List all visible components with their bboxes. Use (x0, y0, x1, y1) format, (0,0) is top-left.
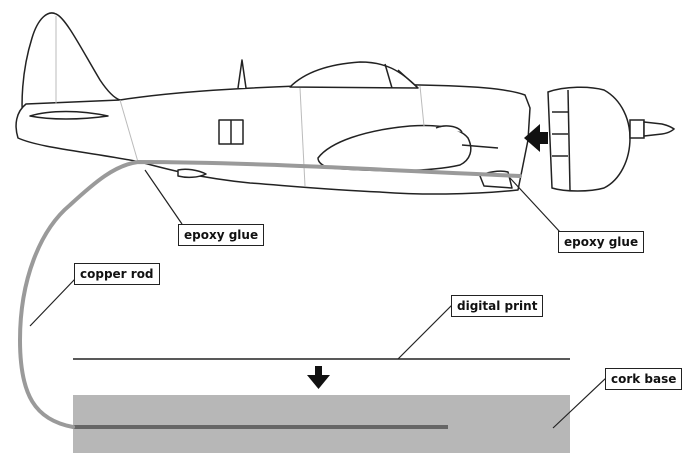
airplane-panel-lines (55, 16, 425, 187)
label-epoxy-glue-right: epoxy glue (558, 231, 645, 253)
label-cork-base: cork base (605, 368, 683, 390)
label-digital-print: digital print (451, 295, 544, 317)
arrow-left-icon (524, 124, 548, 152)
label-copper-rod: copper rod (74, 263, 160, 285)
airplane-fuselage (15, 12, 531, 195)
arrow-down-icon (307, 366, 330, 389)
cork-base-block (73, 395, 570, 453)
engine-cowling (547, 86, 676, 192)
leader-lines (29, 169, 607, 429)
label-epoxy-glue-left: epoxy glue (178, 224, 265, 246)
copper-rod (17, 159, 522, 429)
